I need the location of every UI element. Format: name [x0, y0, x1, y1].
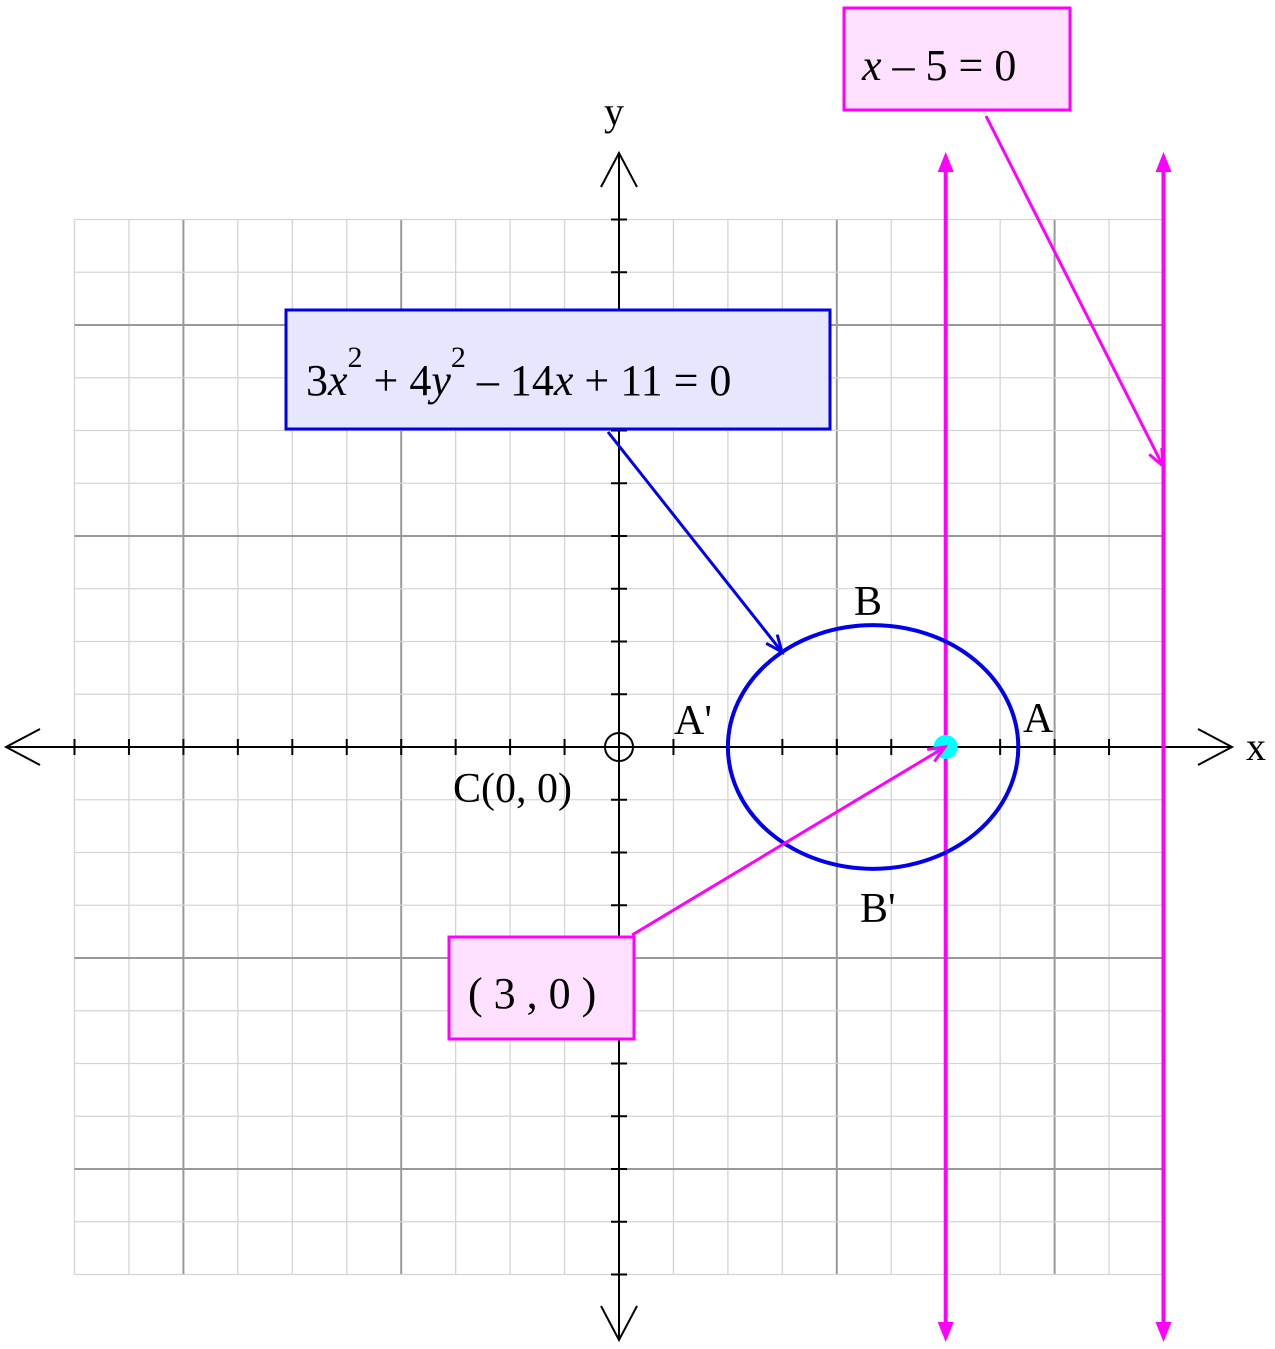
y-axis-arrow-down — [600, 1305, 638, 1343]
directrix-equation-box: x – 5 = 0 — [842, 6, 1072, 112]
ellipse-equation-box: 3x2 + 4y2 – 14x + 11 = 0 — [284, 308, 832, 431]
vertex-label-a: A — [1023, 696, 1054, 742]
ellipse-curve — [725, 623, 1021, 871]
directrix-line-arrow-up — [1155, 152, 1172, 172]
x-axis-label: x — [1246, 724, 1266, 769]
origin-marker — [604, 732, 634, 762]
focus-label-box: ( 3 , 0 ) — [447, 935, 636, 1041]
focus-label: ( 3 , 0 ) — [468, 969, 596, 1018]
x-axis-arrow-left — [3, 728, 41, 766]
origin-label: C(0, 0) — [453, 766, 572, 812]
vertex-label-b: B — [854, 579, 882, 625]
focus-pointer-arrow-head — [926, 745, 949, 763]
pointer-arrows — [606, 115, 1165, 937]
vertex-label-a-prime: A' — [674, 698, 712, 744]
focus-pointer-arrow — [631, 745, 946, 937]
focus-vertical-line-arrow-up — [937, 152, 954, 172]
vertex-label-b-prime: B' — [860, 886, 896, 932]
directrix-line-arrow-down — [1155, 1322, 1172, 1342]
directrix-pointer-arrow-head — [1148, 447, 1165, 470]
ellipse-pointer-arrow — [606, 431, 784, 653]
focus-vertical-line-arrow-down — [937, 1322, 954, 1342]
ellipse-pointer-arrow-head — [765, 634, 785, 656]
x-axis-arrow-right — [1197, 728, 1235, 766]
directrix-pointer-arrow — [984, 115, 1165, 467]
y-axis-label: y — [604, 89, 624, 134]
directrix-equation: x – 5 = 0 — [861, 41, 1016, 90]
ellipse-equation: 3x2 + 4y2 – 14x + 11 = 0 — [306, 341, 731, 405]
y-axis-arrow-up — [600, 150, 638, 188]
